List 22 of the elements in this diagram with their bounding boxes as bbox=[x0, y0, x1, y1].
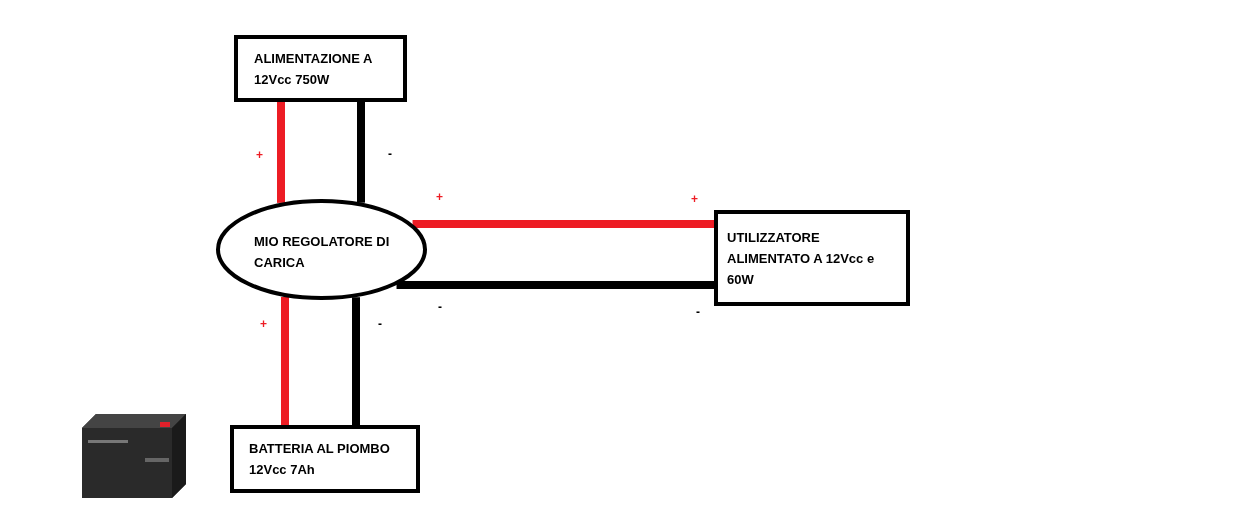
wire bbox=[412, 220, 714, 228]
plus-sign: + bbox=[260, 317, 267, 331]
wire bbox=[357, 102, 365, 203]
node-label: ALIMENTAZIONE A 12Vcc 750W bbox=[254, 50, 373, 89]
minus-sign: - bbox=[696, 305, 700, 319]
minus-sign: - bbox=[378, 317, 382, 331]
device-box bbox=[230, 425, 420, 493]
wire bbox=[277, 102, 285, 203]
device-box bbox=[234, 35, 407, 102]
plus-sign: + bbox=[436, 190, 443, 204]
node-label: UTILIZZATORE ALIMENTATO A 12Vcc e 60W bbox=[727, 229, 876, 289]
wire bbox=[396, 281, 714, 289]
wire bbox=[352, 297, 360, 425]
regulator-ellipse bbox=[216, 199, 427, 300]
minus-sign: - bbox=[438, 300, 442, 314]
node-label: MIO REGOLATORE DI CARICA bbox=[254, 233, 391, 272]
minus-sign: - bbox=[388, 147, 392, 161]
plus-sign: + bbox=[691, 192, 698, 206]
wire bbox=[281, 296, 289, 425]
device-box bbox=[714, 210, 910, 306]
plus-sign: + bbox=[256, 148, 263, 162]
node-label: BATTERIA AL PIOMBO 12Vcc 7Ah bbox=[249, 440, 391, 479]
